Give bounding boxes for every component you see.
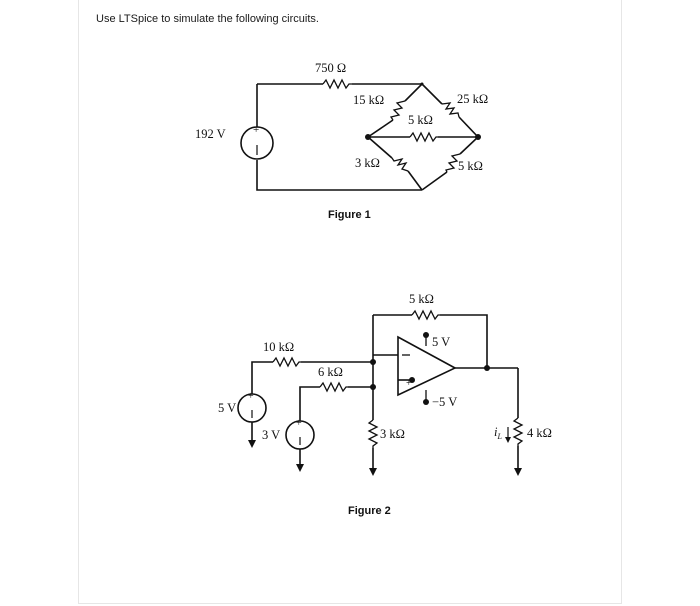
fig2-resistor-10k (272, 356, 301, 368)
fig2-ground-arrow-3 (369, 468, 377, 476)
fig2-current-arrow (505, 437, 511, 443)
fig1-resistor-15k (389, 100, 406, 121)
fig2-node-6k (370, 384, 376, 390)
fig1-resistor-25k (441, 102, 460, 118)
fig2-label-5k-feedback: 5 kΩ (409, 292, 434, 306)
fig2-node-inverting (370, 359, 376, 365)
fig1-resistor-5k-mid (409, 131, 438, 143)
svg-text:+: + (248, 391, 254, 402)
fig2-node-output (484, 365, 490, 371)
fig1-source-label: 192 V (195, 127, 226, 141)
fig2-label-current: iL (494, 425, 502, 441)
fig1-label-750: 750 Ω (315, 61, 346, 75)
fig2-resistor-6k (319, 381, 348, 393)
instruction-text: Use LTSpice to simulate the following ci… (96, 13, 319, 25)
fig2-resistor-5k-feedback (411, 309, 440, 321)
fig1-resistor-5k-lr (445, 153, 461, 173)
fig2-resistor-4k-load (512, 417, 524, 446)
fig2-label-10k: 10 kΩ (263, 340, 294, 354)
fig1-node-left (365, 134, 371, 140)
fig2-source-3v: + (285, 418, 315, 450)
document-frame (78, 0, 622, 604)
fig1-label-5k-lr: 5 kΩ (458, 159, 483, 173)
fig2-op-amp: + (397, 332, 457, 405)
svg-text:+: + (296, 418, 302, 429)
fig2-caption: Figure 2 (348, 505, 391, 517)
fig1-bridge (365, 82, 481, 191)
svg-text:+: + (253, 124, 259, 136)
fig1-node-right (475, 134, 481, 140)
fig2-label-3v: 3 V (262, 428, 280, 442)
fig2-ground-arrow-1 (248, 440, 256, 448)
fig2-resistor-3k (367, 419, 379, 448)
fig1-label-3k: 3 kΩ (355, 156, 380, 170)
fig2-source-5v: + (237, 391, 267, 423)
fig1-voltage-source: + (240, 124, 274, 160)
fig1-label-5k-mid: 5 kΩ (408, 113, 433, 127)
fig2-label-3k: 3 kΩ (380, 427, 405, 441)
fig1-bottom-wire (256, 160, 422, 191)
fig2-label-6k: 6 kΩ (318, 365, 343, 379)
fig2-label-vneg: −5 V (432, 395, 457, 409)
figure-2-circuit: + + (218, 292, 552, 517)
svg-text:+: + (406, 378, 412, 389)
fig2-label-5v: 5 V (218, 401, 236, 415)
fig1-label-25k: 25 kΩ (457, 92, 488, 106)
fig1-caption: Figure 1 (328, 209, 371, 221)
fig2-ground-arrow-2 (296, 464, 304, 472)
fig1-label-15k: 15 kΩ (353, 93, 384, 107)
fig2-label-vpos: 5 V (432, 335, 450, 349)
figure-1-circuit: + (195, 61, 488, 221)
fig2-ground-arrow-4 (514, 468, 522, 476)
fig1-resistor-750 (322, 78, 352, 90)
fig1-resistor-3k (391, 157, 409, 172)
fig2-label-4k: 4 kΩ (527, 426, 552, 440)
